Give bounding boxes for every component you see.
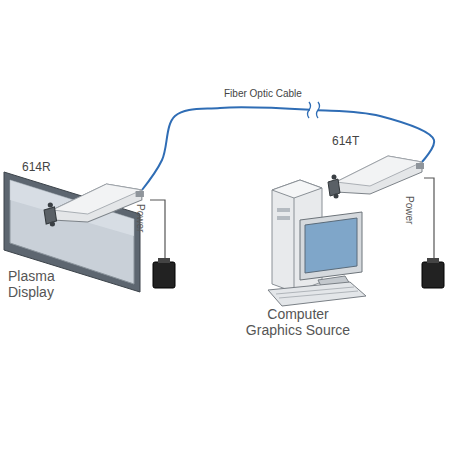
extender-module xyxy=(42,180,146,224)
computer xyxy=(268,180,366,306)
model-label: 614T xyxy=(332,134,359,148)
power-label: Power xyxy=(135,204,147,232)
power-supply-right xyxy=(422,178,444,288)
extender-module xyxy=(42,180,146,224)
device-label: Plasma Display xyxy=(8,268,98,300)
model-label: 614R xyxy=(22,160,51,174)
power-label: Power xyxy=(404,196,416,224)
power-supply-left xyxy=(150,200,175,288)
extender-module xyxy=(326,152,426,196)
cable-label: Fiber Optic Cable xyxy=(222,88,304,99)
extender-module xyxy=(326,152,426,196)
device-label: Computer Graphics Source xyxy=(238,306,358,338)
